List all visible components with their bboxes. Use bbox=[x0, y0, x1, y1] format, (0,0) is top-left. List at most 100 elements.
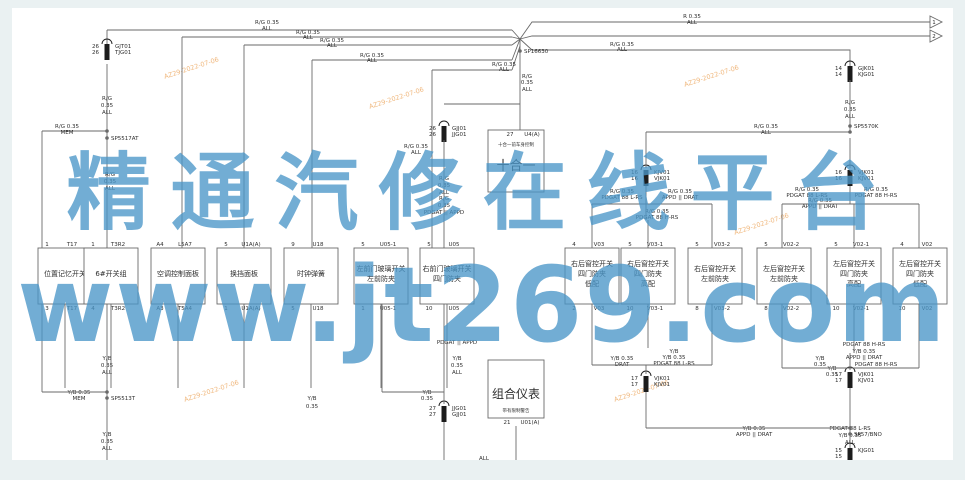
document-stamp: AZ29-2022-07-06 bbox=[733, 211, 790, 236]
wire-label: ALL bbox=[522, 87, 533, 93]
connector-pin-number: 26 bbox=[429, 132, 436, 138]
component-pin-bottom: 10 bbox=[426, 306, 433, 312]
component-name: 四门防夹 bbox=[578, 269, 606, 278]
wire-label: ALL bbox=[617, 47, 628, 53]
component-name: 左前防夹 bbox=[701, 274, 729, 283]
connector-pin-number: 26 bbox=[92, 44, 99, 50]
wire-label: ALL bbox=[687, 20, 698, 26]
component-name: 左前防夹 bbox=[367, 274, 395, 283]
module-box bbox=[487, 129, 545, 193]
component-pin-bottom: 2 bbox=[572, 306, 576, 312]
component-box bbox=[892, 247, 948, 305]
component-name: 时钟弹簧 bbox=[297, 269, 325, 278]
wire-label: R/G 0.35 bbox=[255, 20, 279, 26]
component-pin-bottom: 5 bbox=[291, 306, 295, 312]
wire-label: Y/B bbox=[669, 349, 679, 355]
component-name: 右前门玻璃开关 bbox=[423, 264, 472, 273]
component-pin-top-code: V02 bbox=[922, 242, 933, 248]
junction-dot bbox=[105, 129, 109, 133]
wire-label: APPD || DRAT bbox=[662, 195, 699, 201]
component-pin-top: 4 bbox=[900, 242, 904, 248]
junction-dot bbox=[105, 136, 109, 140]
module-pin-code: U4(A) bbox=[524, 132, 540, 138]
wire-label: ALL bbox=[102, 110, 113, 116]
document-stamp: AZ29-2022-07-06 bbox=[163, 55, 220, 80]
module-name: 组合仪表 bbox=[492, 386, 540, 401]
component-box bbox=[620, 247, 676, 305]
wire-label: R/G 0.35 bbox=[404, 144, 428, 150]
component-pin-bottom: 4 bbox=[91, 306, 95, 312]
wire-label: R/G 0.35 bbox=[864, 187, 888, 193]
connector-body bbox=[847, 66, 853, 82]
component-pin-top: 5 bbox=[361, 242, 365, 248]
connector-pin-number: 16 bbox=[835, 170, 842, 176]
wire-label: R/G 0.35 bbox=[55, 124, 79, 130]
module-subtitle: 十合一前车身控制 bbox=[498, 141, 534, 148]
component-pin-top-code: L5A7 bbox=[178, 242, 192, 248]
component-pin-bottom-code: U18 bbox=[312, 306, 324, 312]
connector-cap bbox=[844, 60, 856, 67]
component-pin-bottom: 10 bbox=[833, 306, 840, 312]
component-name: 左前防夹 bbox=[770, 274, 798, 283]
wire-label: MEM bbox=[73, 396, 86, 402]
connector-pin-number: 15 bbox=[835, 448, 842, 454]
connector-code: GJK01 bbox=[858, 66, 875, 72]
connector-body bbox=[441, 406, 447, 422]
component-box bbox=[283, 247, 339, 305]
module-pin-number: 21 bbox=[504, 420, 511, 426]
component-name: 6#开关组 bbox=[95, 269, 126, 278]
module-name: 十合一 bbox=[496, 159, 535, 174]
wire-label: PDGAT 88 L-RS bbox=[653, 361, 695, 367]
wire-label: R/G 0.35 bbox=[668, 189, 692, 195]
wire-label: Y/B bbox=[815, 356, 825, 362]
component-box bbox=[150, 247, 206, 305]
component-pin-bottom-code: V02-2 bbox=[783, 306, 799, 312]
wire-label: R/G 0.35 bbox=[360, 53, 384, 59]
wire-label: Y/B 0.35 bbox=[67, 390, 91, 396]
connector-code: KJV01 bbox=[654, 382, 670, 388]
document-stamp: AZ29-2022-07-06 bbox=[183, 378, 240, 403]
component-pin-bottom-code: T5A4 bbox=[177, 306, 193, 312]
wire-label: R/G bbox=[105, 172, 115, 178]
component-pin-bottom-code: V02 bbox=[922, 306, 933, 312]
component-pin-top: 1 bbox=[45, 242, 49, 248]
wire-label: R/G 0.35 bbox=[754, 124, 778, 130]
component-name: 左后窗控开关 bbox=[763, 264, 805, 273]
wire-label: R 0.35 bbox=[683, 14, 701, 20]
connector-pin-number: 16 bbox=[631, 170, 638, 176]
component-pin-top: 5 bbox=[628, 242, 632, 248]
wire-label: APPD || DRAT bbox=[846, 355, 883, 361]
wire-label: Y/B 0.35 bbox=[742, 426, 766, 432]
wire-label: R/G bbox=[102, 96, 112, 102]
splice-label: SP16630 bbox=[524, 49, 549, 55]
wire-label: ALL bbox=[845, 114, 856, 120]
connector-code: KJG01 bbox=[858, 72, 875, 78]
document-stamp: AZ29-2022-07-06 bbox=[683, 63, 740, 88]
component-pin-bottom-code: U1A(A) bbox=[241, 306, 260, 312]
component-pin-top-code: V02-2 bbox=[783, 242, 799, 248]
connector-code: GJJ01 bbox=[452, 412, 467, 418]
module-pin-number: 27 bbox=[507, 132, 514, 138]
component-box bbox=[216, 247, 272, 305]
wire-label: 0.35 bbox=[421, 396, 434, 402]
component-pin-top-code: U18 bbox=[312, 242, 324, 248]
offpage-arrow bbox=[929, 29, 944, 43]
connector-cap bbox=[438, 120, 450, 127]
connector-body bbox=[643, 376, 649, 392]
wire-label: PDGAT 88 H-RS bbox=[843, 342, 886, 348]
wire-label: R/G 0.35 bbox=[492, 62, 516, 68]
component-name: 换挡面板 bbox=[230, 269, 258, 278]
component-name: 四门防夹 bbox=[634, 269, 662, 278]
splice-label: SP5570K bbox=[854, 124, 879, 130]
wire-label: ALL bbox=[303, 35, 314, 41]
junction-dot bbox=[105, 390, 109, 394]
connector-code: GJT01 bbox=[115, 44, 131, 50]
component-pin-bottom: A3 bbox=[156, 306, 164, 312]
document-stamp: AZ29-2022-07-06 bbox=[368, 85, 425, 110]
component-box bbox=[687, 247, 743, 305]
component-pin-bottom: 1 bbox=[224, 306, 228, 312]
component-box bbox=[353, 247, 409, 305]
connector-code: KJV01 bbox=[654, 170, 670, 176]
component-pin-bottom: 1 bbox=[361, 306, 365, 312]
